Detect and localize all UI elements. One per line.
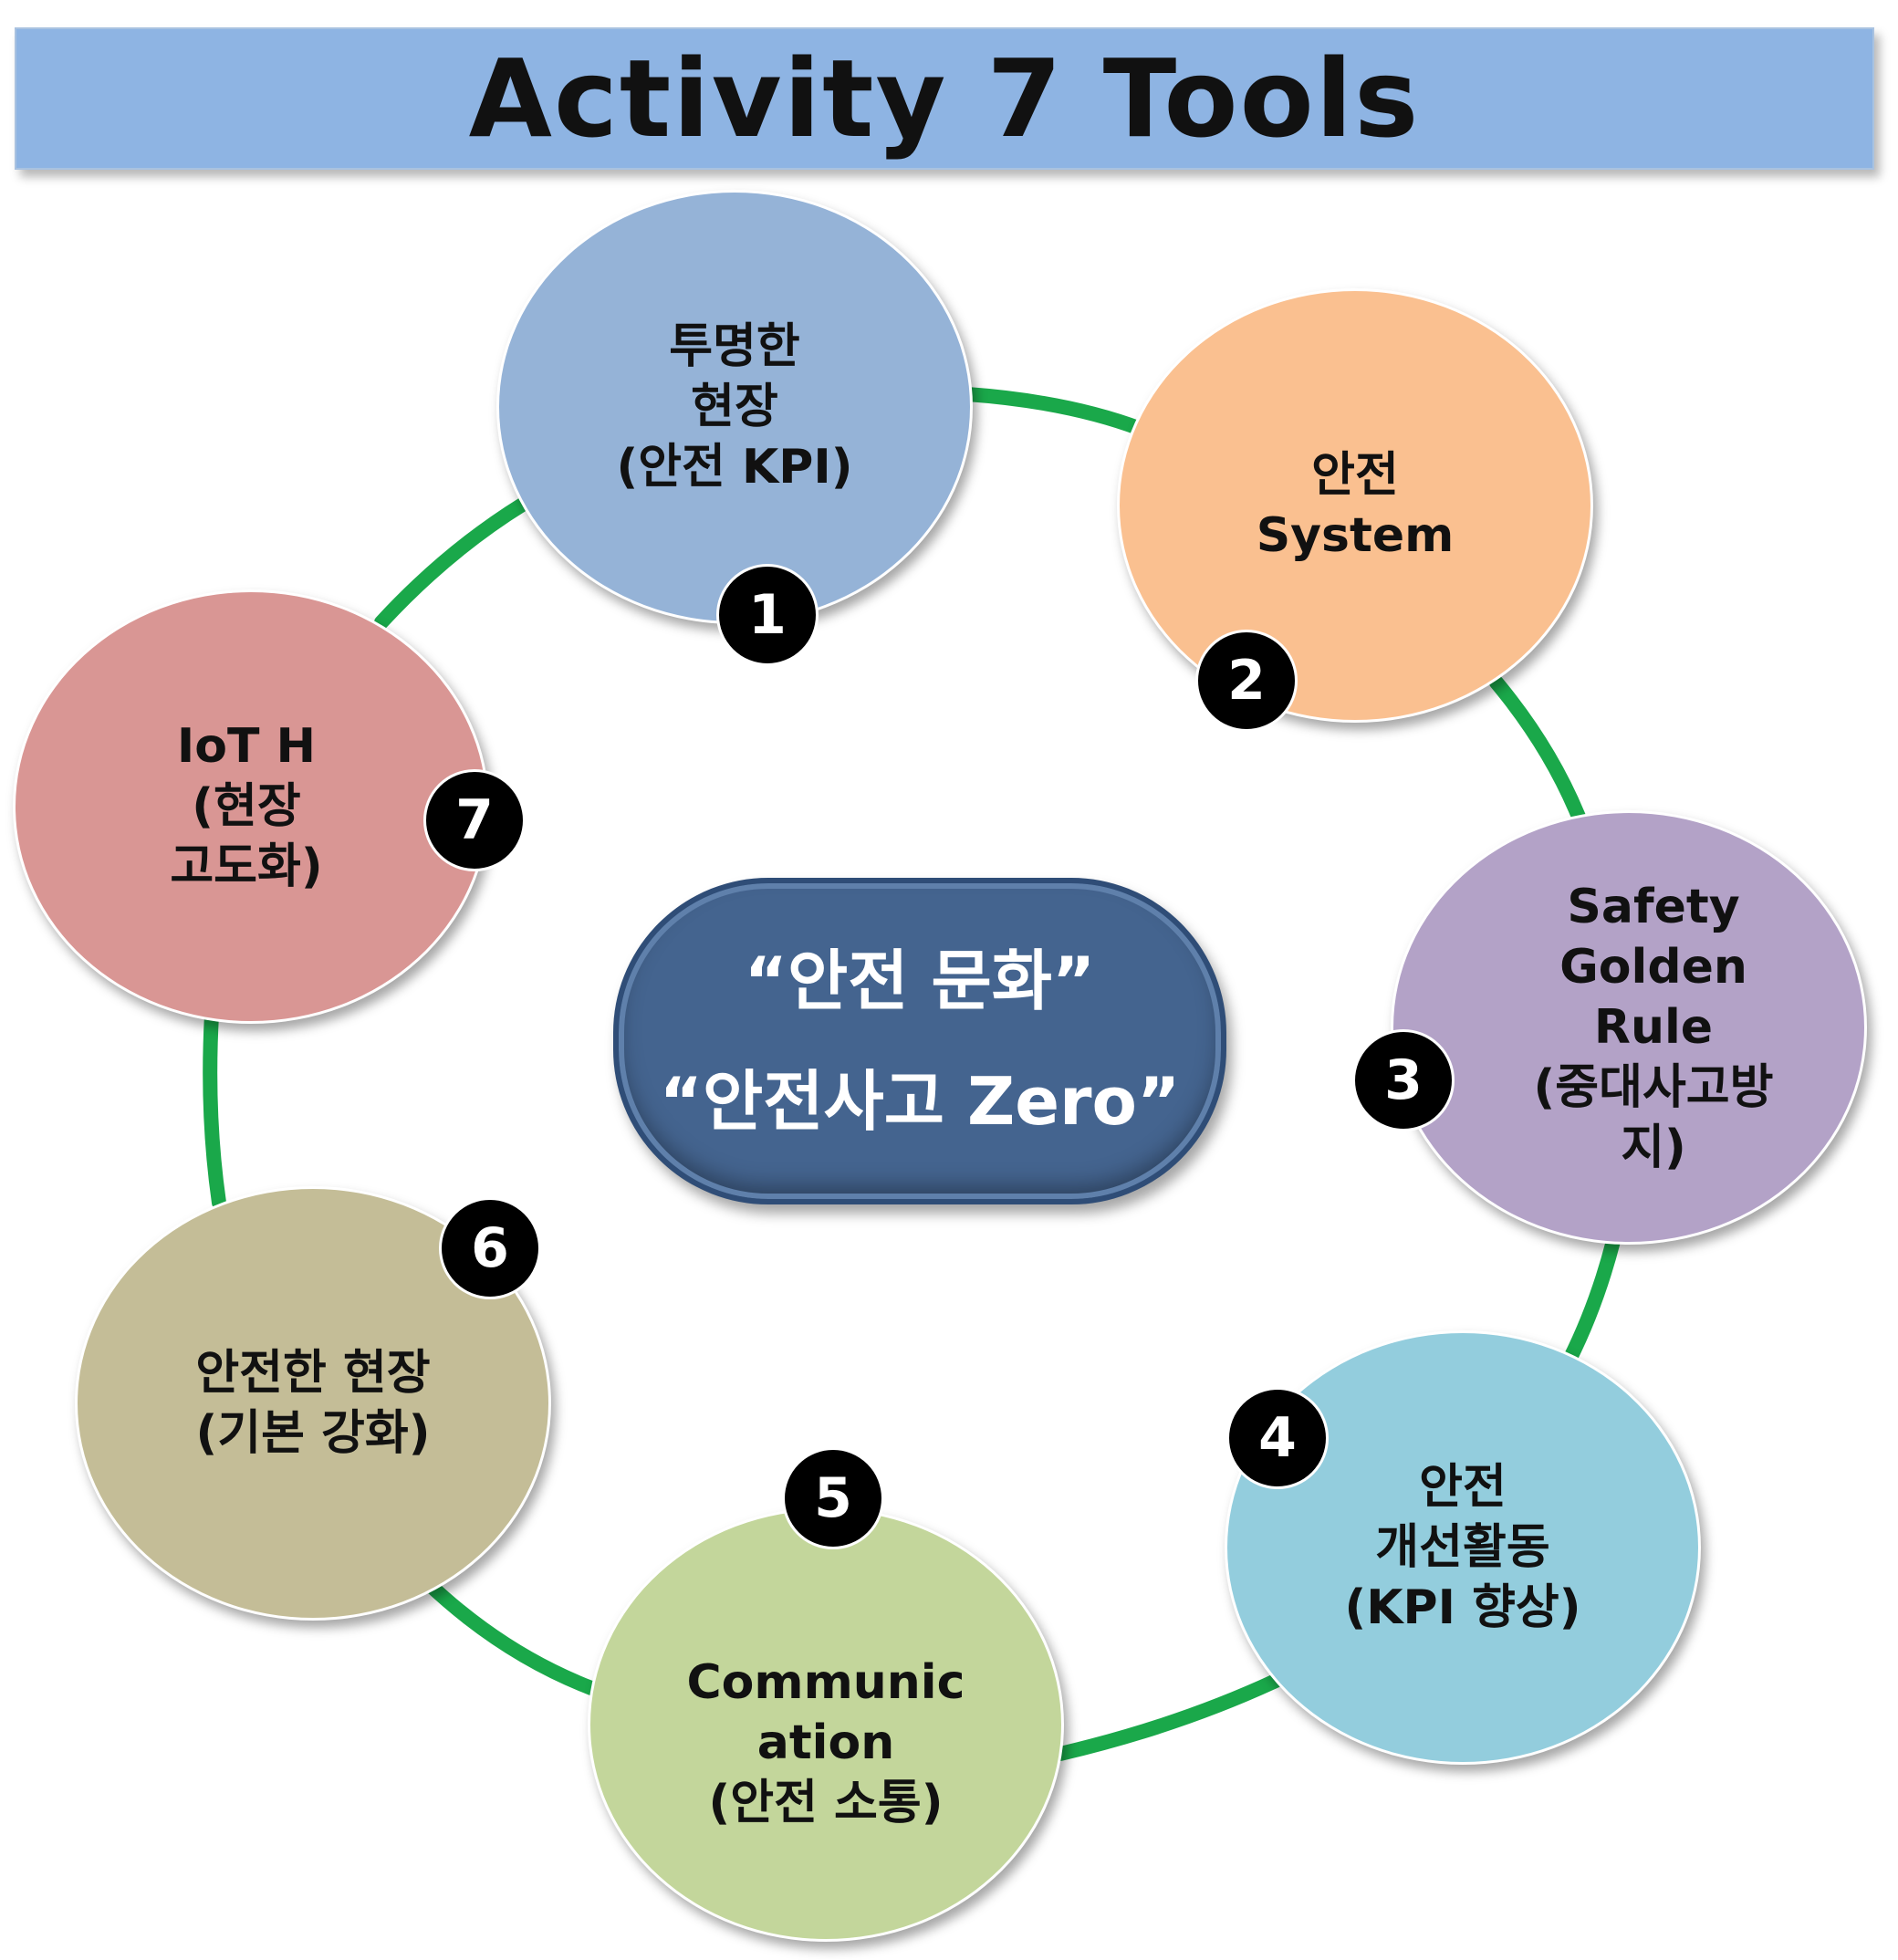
node-5-label: Communic ation (안전 소통) xyxy=(686,1655,965,1830)
center-line-culture: “안전 문화” xyxy=(744,943,1096,1019)
connector-2-3 xyxy=(1489,675,1588,829)
connector-5-6 xyxy=(420,1575,599,1695)
badge-2: 2 xyxy=(1195,630,1298,732)
node-3-label: Safety Golden Rule (중대사고방 지) xyxy=(1533,880,1774,1175)
connector-4-5 xyxy=(1053,1673,1283,1761)
badge-5: 5 xyxy=(782,1447,884,1549)
center-line-zero-accident: “안전사고 Zero” xyxy=(659,1063,1181,1140)
node-5: Communic ation (안전 소통) xyxy=(588,1507,1064,1942)
connector-3-4 xyxy=(1562,1234,1621,1367)
node-1: 투명한 현장 (안전 KPI) xyxy=(496,190,973,624)
node-7-label: IoT H (현장 고도화) xyxy=(170,719,323,894)
badge-6: 6 xyxy=(439,1197,541,1299)
badge-1: 1 xyxy=(716,564,819,666)
node-7: IoT H (현장 고도화) xyxy=(13,589,489,1024)
badge-3: 3 xyxy=(1352,1029,1455,1131)
node-3: Safety Golden Rule (중대사고방 지) xyxy=(1391,810,1867,1245)
connector-7-1 xyxy=(374,496,531,630)
center-goal-box: “안전 문화” “안전사고 Zero” xyxy=(613,878,1226,1204)
node-1-label: 투명한 현장 (안전 KPI) xyxy=(616,319,853,495)
badge-4: 4 xyxy=(1226,1387,1329,1489)
node-4-label: 안전 개선활동 (KPI 향상) xyxy=(1344,1460,1581,1635)
node-2-label: 안전 System xyxy=(1256,448,1455,563)
title-banner: Activity 7 Tools xyxy=(15,27,1874,170)
node-6-label: 안전한 현장 (기본 강화) xyxy=(195,1346,431,1461)
node-2: 안전 System xyxy=(1117,288,1593,723)
page-title: Activity 7 Tools xyxy=(468,36,1421,162)
connector-1-2 xyxy=(960,387,1148,436)
connector-6-7 xyxy=(203,1007,226,1210)
badge-7: 7 xyxy=(423,769,526,871)
